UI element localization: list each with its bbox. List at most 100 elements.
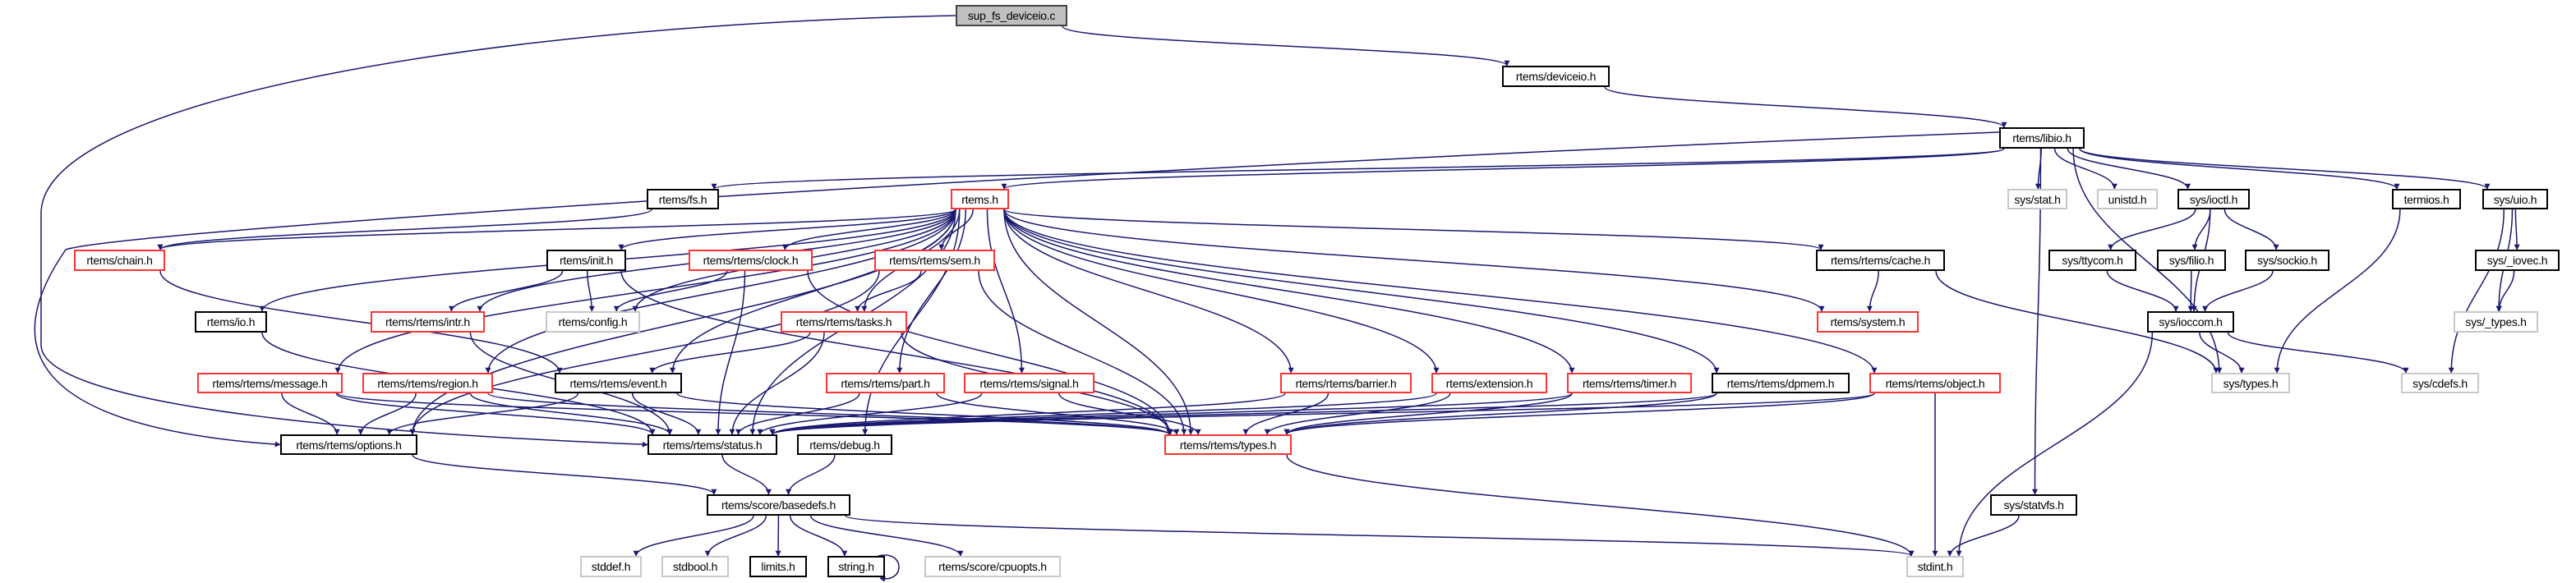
- edge-sem-to-tasks: [855, 270, 922, 312]
- node-label: rtems/rtems/intr.h: [385, 315, 470, 328]
- node-clock[interactable]: rtems/rtems/clock.h: [689, 250, 813, 271]
- node-label: rtems/rtems/message.h: [212, 376, 328, 390]
- edge-rtems-to-clock: [781, 209, 956, 250]
- edge-sem-to-options: [409, 270, 880, 435]
- edge-rtems-to-event: [670, 209, 956, 374]
- edge-options-to-basedefs: [412, 454, 717, 495]
- edge-rtems-to-barrier: [1003, 209, 1294, 374]
- node-io[interactable]: rtems/io.h: [195, 311, 267, 333]
- edge-object-to-status: [769, 392, 1875, 435]
- node-libio[interactable]: rtems/libio.h: [1999, 127, 2085, 149]
- node-label: rtems.h: [961, 192, 998, 206]
- edge-rtems-to-system: [1003, 209, 1825, 312]
- node-basedefs[interactable]: rtems/score/basedefs.h: [707, 494, 850, 516]
- edge-rtems-to-dpmem: [1003, 209, 1720, 374]
- node-label: rtems/rtems/signal.h: [979, 376, 1079, 390]
- node-label: rtems/rtems/clock.h: [703, 254, 799, 267]
- node-label: rtems/debug.h: [809, 438, 880, 452]
- node-types[interactable]: rtems/rtems/types.h: [1164, 434, 1292, 455]
- node-stat: sys/stat.h: [2007, 189, 2067, 209]
- node-debug[interactable]: rtems/debug.h: [797, 434, 892, 455]
- node-dpmem[interactable]: rtems/rtems/dpmem.h: [1712, 373, 1850, 393]
- node-signal[interactable]: rtems/rtems/signal.h: [964, 373, 1094, 393]
- edge-extension-to-types: [1264, 392, 1451, 435]
- edge-types-to-stdint: [1286, 454, 1915, 557]
- node-deviceio[interactable]: rtems/deviceio.h: [1502, 66, 1610, 87]
- node-system[interactable]: rtems/system.h: [1817, 311, 1919, 333]
- node-object[interactable]: rtems/rtems/object.h: [1869, 373, 2001, 393]
- edge-libio-to-rtems: [1001, 148, 2005, 190]
- edge-signal-to-status: [757, 392, 983, 435]
- node-label: string.h: [838, 560, 874, 573]
- edge-libio-to-options: [34, 131, 2000, 448]
- node-label: rtems/rtems/event.h: [569, 376, 667, 390]
- node-label: rtems/rtems/tasks.h: [795, 315, 892, 328]
- edge-basedefs-to-string: [789, 515, 848, 557]
- edge-iovec-to-utypes: [2495, 270, 2515, 312]
- node-status[interactable]: rtems/rtems/status.h: [647, 434, 777, 455]
- node-label: sys/ioccom.h: [2159, 315, 2223, 328]
- node-label: rtems/rtems/part.h: [841, 376, 930, 390]
- node-label: sys/filio.h: [2168, 254, 2214, 267]
- node-ttycom[interactable]: sys/ttycom.h: [2048, 250, 2136, 271]
- node-options[interactable]: rtems/rtems/options.h: [280, 434, 417, 455]
- node-string[interactable]: string.h: [827, 556, 885, 577]
- edge-message-to-types: [337, 392, 1173, 435]
- edge-tasks-to-event: [649, 332, 811, 374]
- node-sem[interactable]: rtems/rtems/sem.h: [874, 250, 995, 271]
- node-ioccom[interactable]: sys/ioccom.h: [2147, 311, 2234, 333]
- node-statvfs[interactable]: sys/statvfs.h: [1990, 494, 2077, 516]
- node-uio[interactable]: sys/uio.h: [2482, 189, 2548, 209]
- node-label: sys/_types.h: [2465, 315, 2527, 328]
- edge-barrier-to-status: [769, 392, 1286, 435]
- edge-basedefs-to-stdint: [845, 515, 1915, 557]
- node-ioctl[interactable]: sys/ioctl.h: [2177, 189, 2250, 209]
- node-region[interactable]: rtems/rtems/region.h: [362, 373, 493, 393]
- edge-string-to-string: [878, 554, 900, 582]
- node-filio[interactable]: sys/filio.h: [2157, 250, 2226, 271]
- node-sockio[interactable]: sys/sockio.h: [2245, 250, 2329, 271]
- edge-basedefs-to-stddef: [633, 515, 754, 557]
- node-event[interactable]: rtems/rtems/event.h: [555, 373, 682, 393]
- node-fs[interactable]: rtems/fs.h: [647, 189, 719, 209]
- node-label: rtems/rtems/timer.h: [1582, 376, 1677, 390]
- edge-region-to-status: [469, 392, 673, 435]
- node-init[interactable]: rtems/init.h: [546, 250, 626, 271]
- node-extension[interactable]: rtems/extension.h: [1431, 373, 1547, 393]
- node-cache[interactable]: rtems/rtems/cache.h: [1816, 250, 1945, 271]
- edge-dpmem-to-types: [1283, 392, 1717, 435]
- node-barrier[interactable]: rtems/rtems/barrier.h: [1280, 373, 1412, 393]
- node-intr[interactable]: rtems/rtems/intr.h: [371, 311, 485, 333]
- node-label: rtems/extension.h: [1445, 376, 1533, 390]
- edge-libio-to-systypes: [2072, 148, 2223, 374]
- node-label: rtems/config.h: [558, 315, 628, 328]
- edge-rtems-to-timer: [1003, 209, 1575, 374]
- node-limits[interactable]: limits.h: [749, 556, 807, 577]
- edge-dpmem-to-status: [769, 392, 1717, 435]
- node-label: rtems/rtems/types.h: [1179, 438, 1277, 452]
- node-label: sys/stat.h: [2014, 192, 2061, 206]
- edge-libio-to-termios: [2079, 148, 2400, 190]
- edge-basedefs-to-stdbool: [704, 515, 767, 557]
- node-label: stdbool.h: [672, 560, 718, 573]
- edge-rtems-to-extension: [1003, 209, 1440, 374]
- node-label: rtems/fs.h: [658, 192, 707, 206]
- node-termios[interactable]: termios.h: [2392, 189, 2461, 209]
- node-part[interactable]: rtems/rtems/part.h: [826, 373, 945, 393]
- node-systypes: sys/types.h: [2211, 373, 2290, 393]
- node-label: rtems/rtems/barrier.h: [1295, 376, 1397, 390]
- node-label: sys/ttycom.h: [2062, 254, 2123, 267]
- edge-event-to-types: [676, 392, 1173, 435]
- node-message[interactable]: rtems/rtems/message.h: [197, 373, 343, 393]
- node-tasks[interactable]: rtems/rtems/tasks.h: [781, 311, 907, 333]
- node-label: stdint.h: [1917, 560, 1953, 573]
- node-chain[interactable]: rtems/chain.h: [74, 250, 165, 271]
- edge-libio-to-unistd: [2053, 148, 2117, 190]
- edge-init-to-types: [620, 270, 1173, 435]
- node-label: sys/sockio.h: [2257, 254, 2317, 267]
- node-rtems[interactable]: rtems.h: [951, 189, 1009, 209]
- edge-event-to-status: [631, 392, 702, 435]
- node-timer[interactable]: rtems/rtems/timer.h: [1567, 373, 1692, 393]
- node-iovec[interactable]: sys/_iovec.h: [2475, 250, 2560, 271]
- node-sup[interactable]: sup_fs_deviceio.c: [956, 5, 1067, 26]
